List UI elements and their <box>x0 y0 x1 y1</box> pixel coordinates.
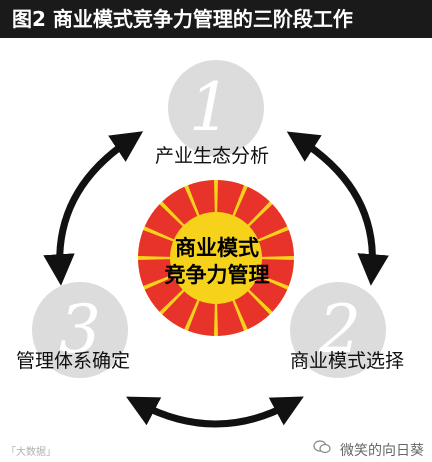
sun-segment <box>258 259 294 287</box>
sun-segment <box>162 186 198 225</box>
arrow-step1-step3 <box>43 131 144 286</box>
source-watermark: 「大数据」 <box>6 447 56 458</box>
figure-title: 图2 商业模式竞争力管理的三阶段工作 <box>0 0 432 38</box>
wechat-icon <box>313 440 331 454</box>
cycle-diagram: 1 2 3 <box>32 60 389 428</box>
sun-segment <box>138 259 174 287</box>
center-text: 商业模式 竞争力管理 <box>137 235 297 289</box>
center-text-line1: 商业模式 <box>175 236 259 260</box>
step-3-label: 管理体系确定 <box>16 350 131 372</box>
sun-segment <box>217 180 245 216</box>
sun-segment <box>187 300 215 336</box>
step-3-circle <box>32 282 128 378</box>
step-3-number: 3 <box>59 291 101 368</box>
arrow-step3-step2 <box>126 396 304 428</box>
account-name: 微笑的向日葵 <box>340 443 424 459</box>
sun-segment <box>162 291 198 330</box>
step-1-label: 产业生态分析 <box>155 145 270 167</box>
sun-segment <box>249 276 288 312</box>
sun-segment <box>187 180 215 216</box>
arrow-step1-step2 <box>286 131 389 286</box>
step-2-label: 商业模式选择 <box>290 350 405 372</box>
sun-segment <box>144 276 183 312</box>
step-1-circle <box>168 60 264 156</box>
sun-segment <box>138 229 174 257</box>
sun-segment <box>234 291 270 330</box>
sun-segment <box>144 204 183 240</box>
sun-segment <box>258 229 294 257</box>
sun-segment <box>249 204 288 240</box>
step-2-number: 2 <box>318 291 361 368</box>
step-1-number: 1 <box>189 69 231 146</box>
center-sun-shape <box>138 180 294 336</box>
step-2-circle <box>290 282 386 378</box>
center-text-line2: 竞争力管理 <box>164 263 270 287</box>
sun-segment <box>217 300 245 336</box>
sun-segment <box>234 186 270 225</box>
